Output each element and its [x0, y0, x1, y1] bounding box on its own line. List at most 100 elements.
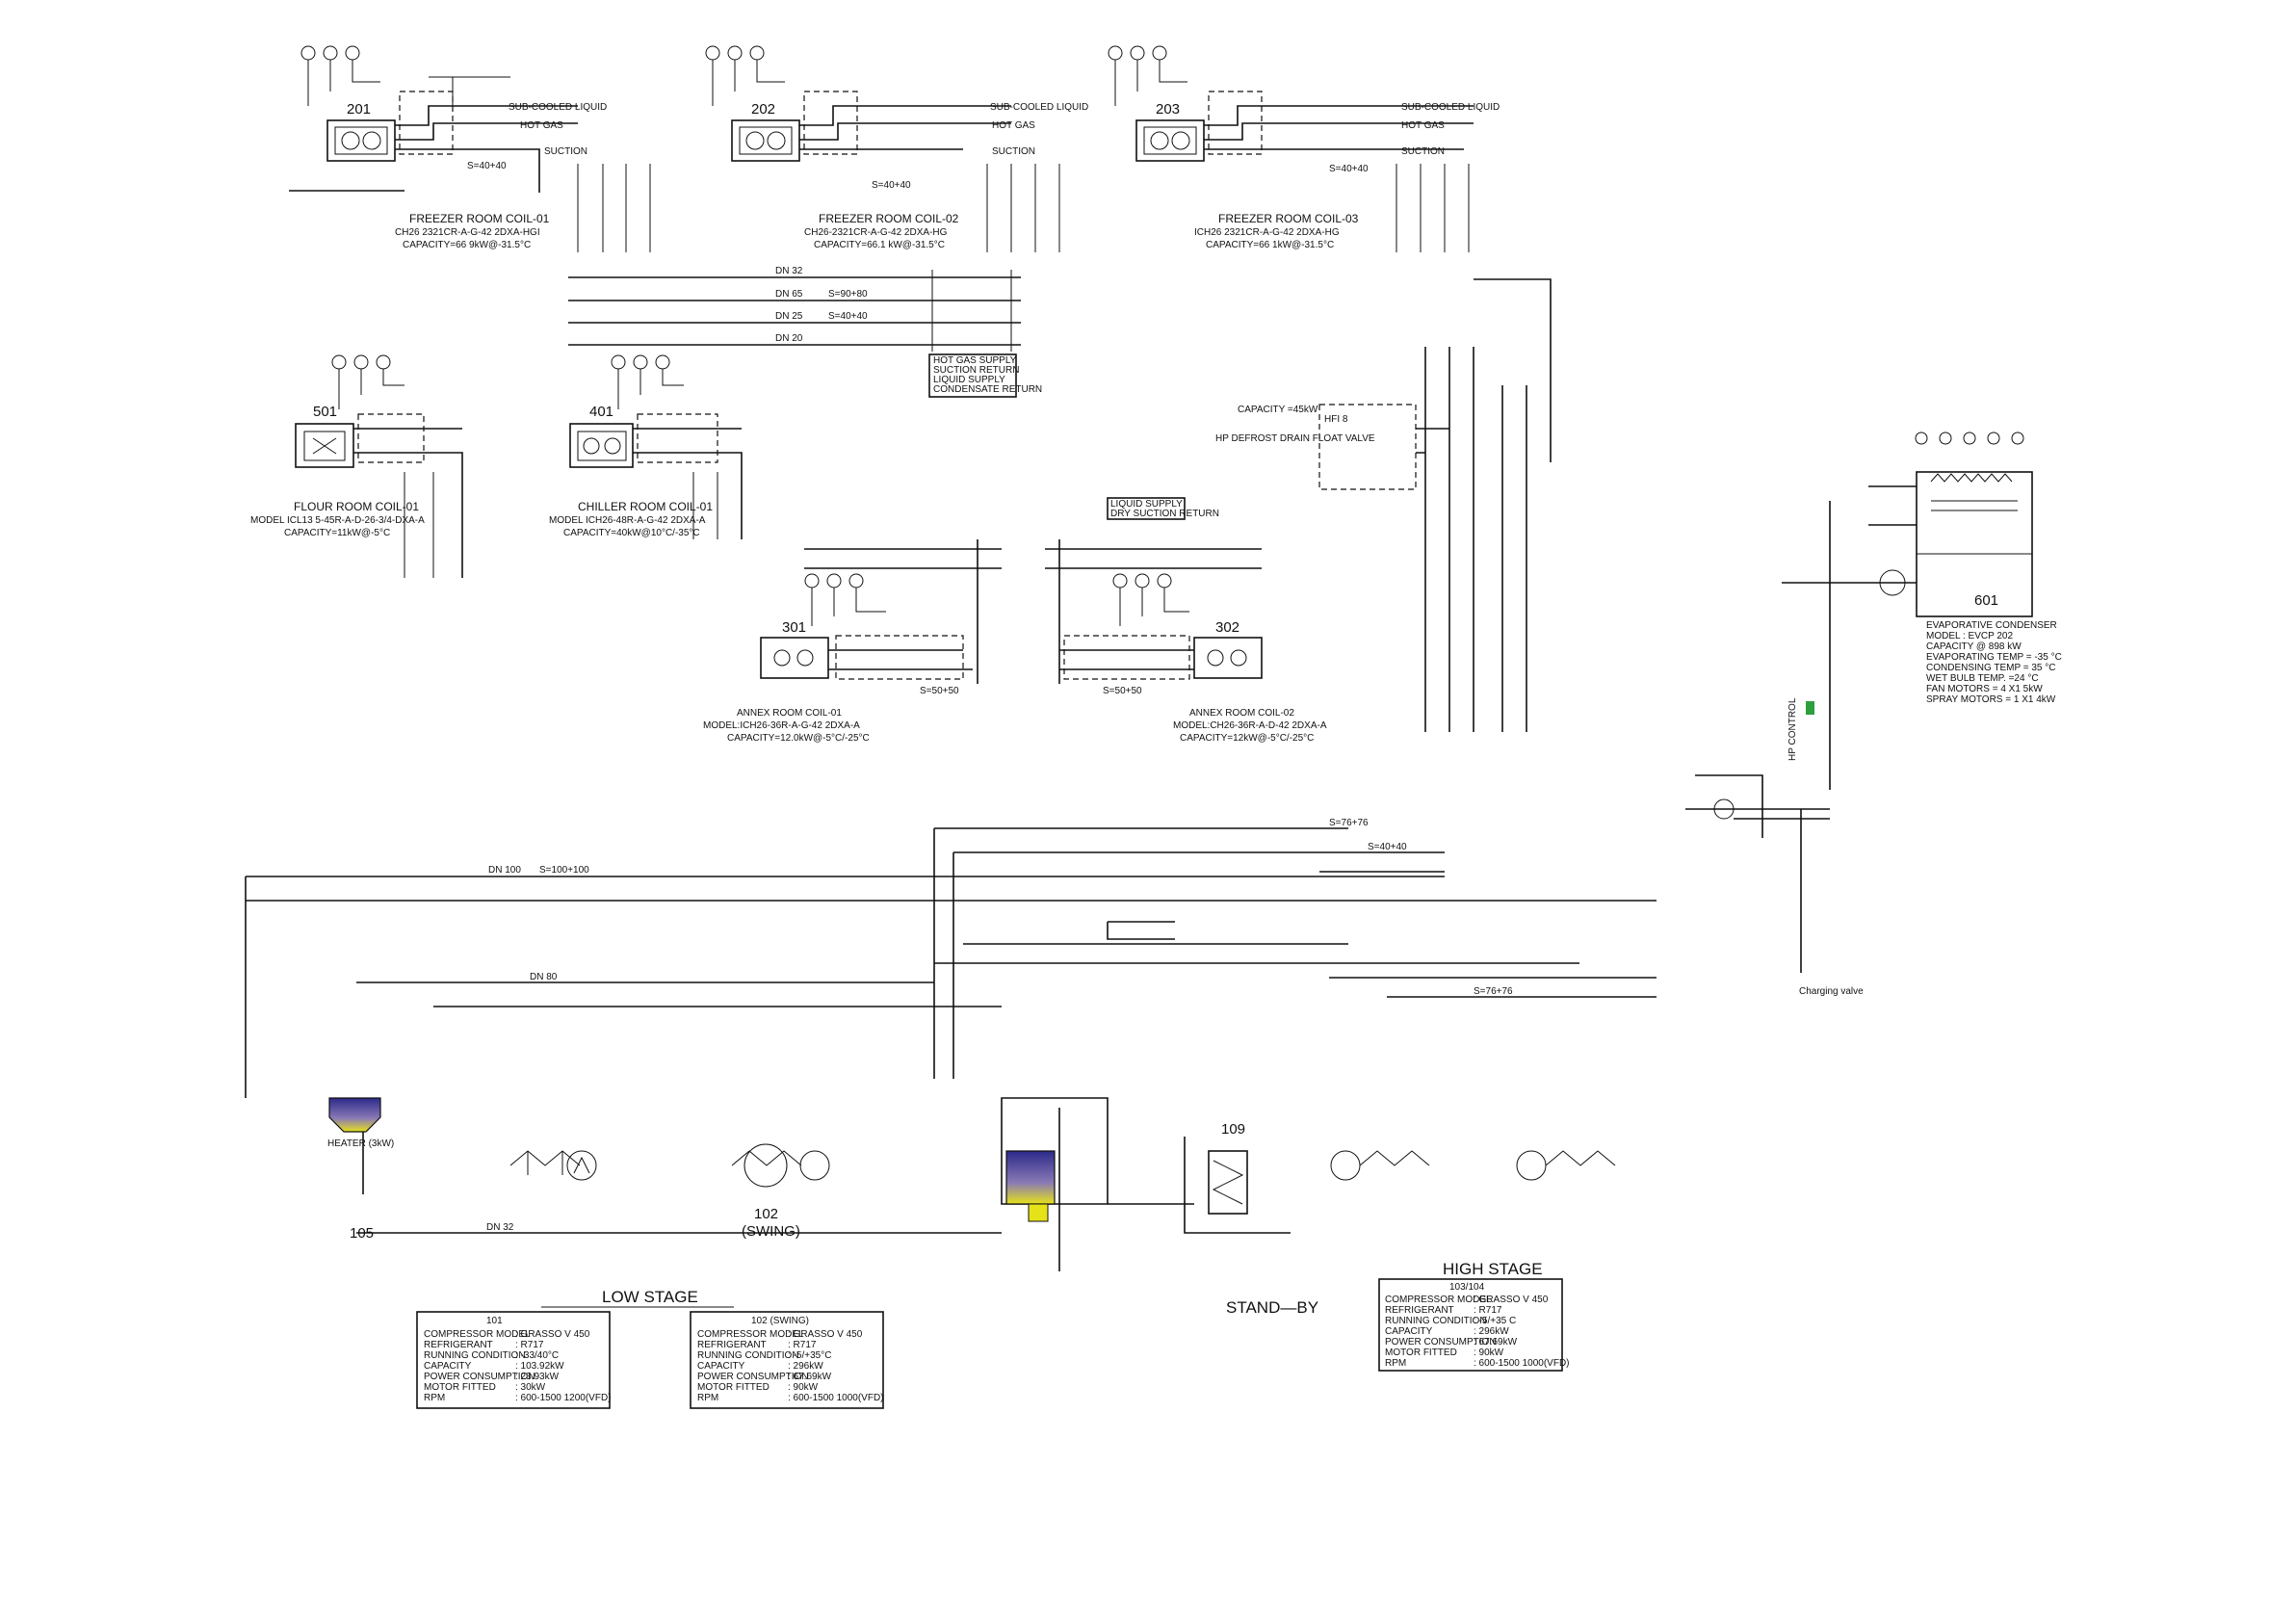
coil-201-unit	[326, 119, 396, 162]
coil-302-unit	[1193, 637, 1263, 679]
t102-r6-k: RPM	[697, 1393, 718, 1403]
table-101-head: 101	[486, 1316, 503, 1326]
charging-valve-label: Charging valve	[1799, 986, 1864, 997]
coil-302-group: 302 S=50+50 ANNEX ROOM COIL-02 MODEL:CH2…	[1045, 539, 1327, 744]
t102-r4-k: POWER CONSUMPTION	[697, 1372, 809, 1382]
compressor-102-tag: 102	[754, 1206, 778, 1222]
coil-501-capacity: CAPACITY=11kW@-5°C	[284, 528, 390, 538]
coil-302-title: ANNEX ROOM COIL-02	[1189, 708, 1294, 719]
condenser-line-1: MODEL : EVCP 202	[1926, 631, 2013, 641]
coil-203-unit	[1135, 119, 1205, 162]
t101-r1-k: REFRIGERANT	[424, 1340, 493, 1350]
table-103-head: 103/104	[1449, 1282, 1485, 1293]
coil-301-unit	[760, 637, 829, 679]
t102-r2-k: RUNNING CONDITION	[697, 1350, 799, 1361]
condenser-line-6: FAN MOTORS = 4 X1 5kW	[1926, 684, 2043, 694]
t102-r0-v: : GRASSO V 450	[788, 1329, 863, 1340]
t101-r2-k: RUNNING CONDITION	[424, 1350, 526, 1361]
t103-r1-v: : R717	[1474, 1305, 1502, 1316]
t101-r6-k: RPM	[424, 1393, 445, 1403]
t101-r6-v: : 600-1500 1200(VFD)	[515, 1393, 612, 1403]
legend-top-1: SUCTION RETURN	[933, 365, 1019, 376]
condenser-line-5: WET BULB TEMP. =24 °C	[1926, 673, 2039, 684]
mid-s76: S=76+76	[1474, 986, 1513, 997]
hdr-s40: S=40+40	[828, 311, 868, 322]
t103-r0-v: : GRASSO V 450	[1474, 1295, 1549, 1305]
main-headers: DN 32 DN 65 S=90+80 DN 25 S=40+40 DN 20 …	[568, 266, 1552, 732]
coil-201-title: FREEZER ROOM COIL-01	[409, 212, 550, 225]
mid-dn80: DN 80	[530, 972, 558, 982]
legend-top-0: HOT GAS SUPPLY	[933, 355, 1017, 366]
condenser-line-4: CONDENSING TEMP = 35 °C	[1926, 663, 2056, 673]
t103-r2-k: RUNNING CONDITION	[1385, 1316, 1487, 1326]
t103-r1-k: REFRIGERANT	[1385, 1305, 1454, 1316]
coil-201-capacity: CAPACITY=66 9kW@-31.5°C	[403, 240, 531, 250]
coil-201-subcooled: SUB-COOLED LIQUID	[509, 102, 607, 113]
coil-401-title: CHILLER ROOM COIL-01	[578, 500, 713, 513]
condenser-line-3: EVAPORATING TEMP = -35 °C	[1926, 652, 2062, 663]
condenser-line-2: CAPACITY @ 898 kW	[1926, 641, 2022, 652]
condenser-tag: 601	[1974, 592, 1998, 609]
coil-203-capacity: CAPACITY=66 1kW@-31.5°C	[1206, 240, 1334, 250]
legend-top-2: LIQUID SUPPLY	[933, 375, 1005, 385]
table-101: 101 COMPRESSOR MODEL : GRASSO V 450 REFR…	[416, 1311, 612, 1409]
vessel-group: 109 STAND—BY	[1001, 1097, 1318, 1317]
legend-mid-box	[1107, 497, 1186, 520]
vessel-109-tag: 109	[1221, 1121, 1245, 1138]
t102-r3-k: CAPACITY	[697, 1361, 745, 1372]
coil-501-model: MODEL ICL13 5-45R-A-D-26-3/4-DXA-A	[250, 515, 425, 526]
coil-202-capacity: CAPACITY=66.1 kW@-31.5°C	[814, 240, 945, 250]
receiver-tag: 105	[350, 1225, 374, 1242]
hp-control-valve-icon	[1806, 701, 1814, 715]
t103-r5-v: : 90kW	[1474, 1347, 1504, 1358]
table-103: 103/104 COMPRESSOR MODEL : GRASSO V 450 …	[1378, 1278, 1570, 1372]
t102-r5-k: MOTOR FITTED	[697, 1382, 770, 1393]
legend-top-3: CONDENSATE RETURN	[933, 384, 1042, 395]
hdr-dn65: DN 65	[775, 289, 803, 300]
coil-302-tag: 302	[1215, 619, 1239, 636]
coil-501-tag: 501	[313, 404, 337, 420]
t101-r5-v: : 30kW	[515, 1382, 546, 1393]
t103-r3-k: CAPACITY	[1385, 1326, 1433, 1337]
coil-201-s40: S=40+40	[467, 161, 507, 171]
coil-202-hotgas: HOT GAS	[992, 120, 1035, 131]
coil-401-group: 401 CHILLER ROOM COIL-01 MODEL ICH26-48R…	[549, 354, 743, 539]
defrost-capacity: CAPACITY =45kW	[1238, 405, 1318, 415]
low-s40: S=40+40	[1368, 842, 1407, 852]
coil-301-tag: 301	[782, 619, 806, 636]
compressor-102-sub: (SWING)	[742, 1223, 800, 1240]
condenser-unit	[1916, 471, 2033, 617]
low-dn32: DN 32	[486, 1222, 514, 1233]
t102-r0-k: COMPRESSOR MODEL	[697, 1329, 804, 1340]
stand-by-label: STAND—BY	[1226, 1298, 1318, 1317]
coil-401-capacity: CAPACITY=40kW@10°C/-35°C	[563, 528, 700, 538]
coil-401-model: MODEL ICH26-48R-A-G-42 2DXA-A	[549, 515, 706, 526]
t103-r6-k: RPM	[1385, 1358, 1406, 1369]
coil-203-group: 203 SUB-COOLED LIQUID HOT GAS SUCTION S=…	[1108, 45, 1500, 252]
heater-group: HEATER (3kW) 105	[327, 1097, 394, 1242]
legend-top-box	[928, 353, 1017, 398]
t102-r4-v: : 67.69kW	[788, 1372, 832, 1382]
coil-201-suction: SUCTION	[544, 146, 587, 157]
heater-label: HEATER (3kW)	[327, 1138, 394, 1149]
coil-302-capacity: CAPACITY=12kW@-5°C/-25°C	[1180, 733, 1314, 744]
t103-r6-v: : 600-1500 1000(VFD)	[1474, 1358, 1570, 1369]
t102-r1-k: REFRIGERANT	[697, 1340, 767, 1350]
low-s76: S=76+76	[1329, 818, 1369, 828]
t103-r4-k: POWER CONSUMPTION	[1385, 1337, 1497, 1347]
legend-mid-1: DRY SUCTION RETURN	[1110, 509, 1219, 519]
t102-r6-v: : 600-1500 1000(VFD)	[788, 1393, 884, 1403]
coil-302-model: MODEL:CH26-36R-A-D-42 2DXA-A	[1173, 720, 1327, 731]
coil-301-capacity: CAPACITY=12.0kW@-5°C/-25°C	[727, 733, 870, 744]
hdr-dn25: DN 25	[775, 311, 803, 322]
hp-control-label: HP CONTROL	[1787, 697, 1798, 761]
coil-202-tag: 202	[751, 101, 775, 118]
t102-r5-v: : 90kW	[788, 1382, 819, 1393]
coil-201-model: CH26 2321CR-A-G-42 2DXA-HGI	[395, 227, 540, 238]
coil-202-group: 202 SUB-COOLED LIQUID HOT GAS SUCTION S=…	[705, 45, 1088, 252]
coil-301-title: ANNEX ROOM COIL-01	[737, 708, 842, 719]
t103-r3-v: : 296kW	[1474, 1326, 1509, 1337]
condenser-line-0: EVAPORATIVE CONDENSER	[1926, 620, 2057, 631]
coil-301-model: MODEL:ICH26-36R-A-G-42 2DXA-A	[703, 720, 860, 731]
